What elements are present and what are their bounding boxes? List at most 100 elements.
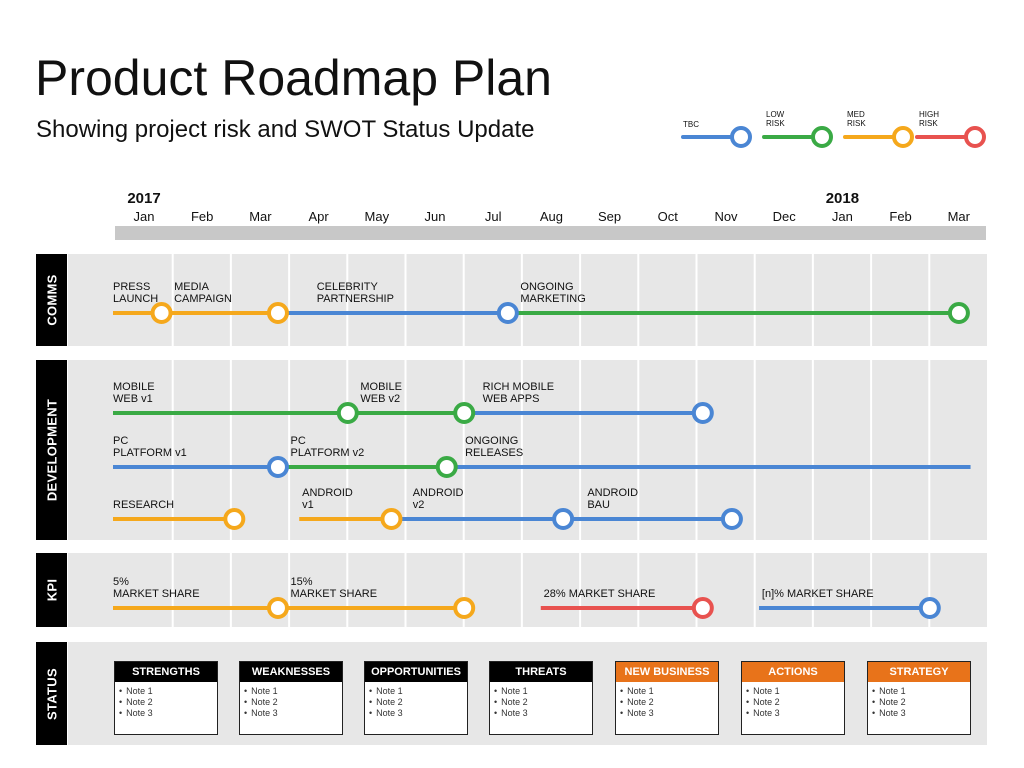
legend-milestone-low bbox=[811, 126, 833, 148]
milestone-marker[interactable] bbox=[336, 402, 359, 424]
milestone-label: ANDROID v2 bbox=[412, 487, 464, 511]
status-box-actions[interactable]: ACTIONSNote 1Note 2Note 3 bbox=[741, 661, 845, 735]
status-box-title: ACTIONS bbox=[742, 662, 844, 682]
month-label: Aug bbox=[539, 209, 563, 224]
status-box-title: OPPORTUNITIES bbox=[365, 662, 467, 682]
milestone-marker[interactable] bbox=[691, 597, 714, 619]
milestone-marker[interactable] bbox=[435, 456, 458, 478]
milestone-marker[interactable] bbox=[552, 508, 575, 530]
month-label: Jun bbox=[424, 209, 446, 224]
month-label: Nov bbox=[714, 209, 738, 224]
page-title: Product Roadmap Plan bbox=[35, 50, 552, 106]
status-notes-list: Note 1Note 2Note 3 bbox=[490, 682, 592, 719]
status-note[interactable]: Note 1 bbox=[616, 686, 718, 697]
legend-label-med: MED RISK bbox=[847, 110, 866, 128]
status-note[interactable]: Note 2 bbox=[490, 697, 592, 708]
status-note[interactable]: Note 3 bbox=[616, 708, 718, 719]
timeline-bar bbox=[115, 226, 986, 240]
status-note[interactable]: Note 2 bbox=[616, 697, 718, 708]
status-box-threats[interactable]: THREATSNote 1Note 2Note 3 bbox=[489, 661, 593, 735]
status-box-title: WEAKNESSES bbox=[240, 662, 342, 682]
milestone-marker[interactable] bbox=[266, 597, 289, 619]
status-notes-list: Note 1Note 2Note 3 bbox=[115, 682, 217, 719]
status-notes-list: Note 1Note 2Note 3 bbox=[868, 682, 970, 719]
status-note[interactable]: Note 3 bbox=[115, 708, 217, 719]
section-tab-development: DEVELOPMENT bbox=[36, 360, 67, 540]
milestone-marker[interactable] bbox=[720, 508, 743, 530]
milestone-marker[interactable] bbox=[496, 302, 519, 324]
milestone-marker[interactable] bbox=[453, 402, 476, 424]
status-box-new-business[interactable]: NEW BUSINESSNote 1Note 2Note 3 bbox=[615, 661, 719, 735]
month-label: Mar bbox=[249, 209, 272, 224]
status-box-title: STRATEGY bbox=[868, 662, 970, 682]
month-label: Dec bbox=[772, 209, 796, 224]
year-label: 2018 bbox=[825, 190, 860, 207]
status-box-title: STRENGTHS bbox=[115, 662, 217, 682]
section-panel-kpi bbox=[68, 553, 987, 627]
status-note[interactable]: Note 1 bbox=[365, 686, 467, 697]
legend-label-low: LOW RISK bbox=[766, 110, 785, 128]
month-label: May bbox=[364, 209, 390, 224]
section-graphic-kpi bbox=[113, 553, 941, 627]
legend-milestone-med bbox=[892, 126, 914, 148]
status-note[interactable]: Note 2 bbox=[365, 697, 467, 708]
month-label: Feb bbox=[889, 209, 912, 224]
milestone-label: PC PLATFORM v2 bbox=[290, 435, 365, 459]
status-note[interactable]: Note 1 bbox=[115, 686, 217, 697]
milestone-marker[interactable] bbox=[453, 597, 476, 619]
status-note[interactable]: Note 2 bbox=[115, 697, 217, 708]
milestone-marker[interactable] bbox=[380, 508, 403, 530]
status-note[interactable]: Note 3 bbox=[240, 708, 342, 719]
section-panel-comms bbox=[68, 254, 987, 346]
month-label: Mar bbox=[947, 209, 970, 224]
status-box-title: THREATS bbox=[490, 662, 592, 682]
status-notes-list: Note 1Note 2Note 3 bbox=[240, 682, 342, 719]
milestone-marker[interactable] bbox=[150, 302, 173, 324]
milestone-marker[interactable] bbox=[947, 302, 970, 324]
status-note[interactable]: Note 3 bbox=[490, 708, 592, 719]
legend-graphic bbox=[681, 126, 986, 148]
section-tab-kpi: KPI bbox=[36, 553, 67, 627]
status-box-strategy[interactable]: STRATEGYNote 1Note 2Note 3 bbox=[867, 661, 971, 735]
status-note[interactable]: Note 3 bbox=[868, 708, 970, 719]
milestone-label: [n]% MARKET SHARE bbox=[761, 588, 874, 600]
milestone-marker[interactable] bbox=[266, 302, 289, 324]
section-tab-label: STATUS bbox=[44, 667, 59, 720]
page-subtitle: Showing project risk and SWOT Status Upd… bbox=[36, 116, 535, 143]
month-label: Apr bbox=[308, 209, 329, 224]
milestone-marker[interactable] bbox=[918, 597, 941, 619]
milestone-marker[interactable] bbox=[223, 508, 246, 530]
milestone-marker[interactable] bbox=[266, 456, 289, 478]
status-note[interactable]: Note 2 bbox=[868, 697, 970, 708]
milestone-label: CELEBRITY PARTNERSHIP bbox=[316, 281, 394, 305]
month-label: Jan bbox=[133, 209, 155, 224]
milestone-label: MEDIA CAMPAIGN bbox=[174, 281, 232, 305]
month-label: Jul bbox=[484, 209, 502, 224]
month-label: Feb bbox=[190, 209, 214, 224]
milestone-label: ANDROID BAU bbox=[587, 487, 639, 511]
section-tab-comms: COMMS bbox=[36, 254, 67, 346]
legend-label-tbc: TBC bbox=[683, 120, 699, 129]
milestone-label: RICH MOBILE WEB APPS bbox=[482, 381, 555, 405]
milestone-label: ANDROID v1 bbox=[302, 487, 353, 511]
status-box-opportunities[interactable]: OPPORTUNITIESNote 1Note 2Note 3 bbox=[364, 661, 468, 735]
status-note[interactable]: Note 1 bbox=[240, 686, 342, 697]
status-box-strengths[interactable]: STRENGTHSNote 1Note 2Note 3 bbox=[114, 661, 218, 735]
status-note[interactable]: Note 1 bbox=[868, 686, 970, 697]
milestone-label: 15% MARKET SHARE bbox=[290, 576, 378, 600]
milestone-label: MOBILE WEB v1 bbox=[113, 381, 155, 405]
status-notes-list: Note 1Note 2Note 3 bbox=[742, 682, 844, 719]
status-note[interactable]: Note 2 bbox=[742, 697, 844, 708]
status-note[interactable]: Note 3 bbox=[742, 708, 844, 719]
section-tab-status: STATUS bbox=[36, 642, 67, 745]
status-notes-list: Note 1Note 2Note 3 bbox=[365, 682, 467, 719]
status-note[interactable]: Note 2 bbox=[240, 697, 342, 708]
milestone-marker[interactable] bbox=[691, 402, 714, 424]
section-panel-development bbox=[68, 360, 987, 540]
status-note[interactable]: Note 3 bbox=[365, 708, 467, 719]
month-label: Sep bbox=[598, 209, 622, 224]
milestone-label: 5% MARKET SHARE bbox=[113, 576, 200, 600]
status-note[interactable]: Note 1 bbox=[490, 686, 592, 697]
status-box-weaknesses[interactable]: WEAKNESSESNote 1Note 2Note 3 bbox=[239, 661, 343, 735]
status-note[interactable]: Note 1 bbox=[742, 686, 844, 697]
